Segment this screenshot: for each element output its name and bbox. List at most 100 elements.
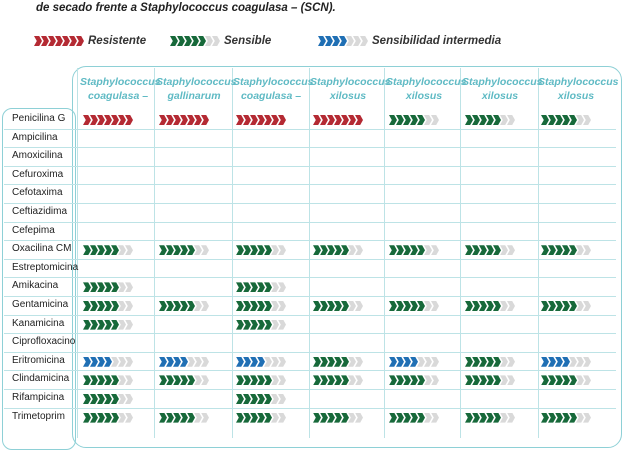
sensitive-indicator xyxy=(159,374,209,386)
sensitive-indicator xyxy=(465,356,515,368)
rating-segment xyxy=(334,115,342,125)
sensitive-icon xyxy=(541,412,591,423)
rating-segment xyxy=(257,394,265,404)
rating-segment xyxy=(348,375,356,386)
rating-segment xyxy=(555,245,563,256)
rating-segment xyxy=(166,115,174,125)
rating-segment xyxy=(583,356,591,367)
rating-segment xyxy=(548,115,556,125)
resistant-indicator xyxy=(159,114,209,126)
intermediate-icon xyxy=(83,356,133,367)
sensitive-icon xyxy=(83,412,133,423)
rating-segment xyxy=(271,394,279,404)
rating-segment xyxy=(250,319,258,330)
rating-segment xyxy=(166,356,174,367)
rating-segment xyxy=(111,356,119,367)
rating-segment xyxy=(201,412,209,423)
sensitive-indicator xyxy=(541,412,591,424)
sensitive-icon xyxy=(83,301,133,311)
resistant-indicator xyxy=(236,114,286,126)
sensitive-icon xyxy=(83,245,133,256)
rating-segment xyxy=(118,282,126,293)
rating-segment xyxy=(104,282,112,293)
column-header-line2: gallinarum xyxy=(167,90,221,102)
column-header-line1: Staphylococcus xyxy=(538,76,619,88)
rating-segment xyxy=(341,412,349,423)
rating-segment xyxy=(201,245,209,256)
rating-segment xyxy=(548,301,556,311)
rating-segment xyxy=(348,115,356,125)
intermediate-indicator xyxy=(541,356,591,368)
rating-segment xyxy=(341,375,349,386)
rating-segment xyxy=(118,412,126,423)
rating-segment xyxy=(493,412,501,423)
drug-name: Oxacilina CM xyxy=(12,243,72,255)
row-divider xyxy=(4,407,616,409)
rating-segment xyxy=(320,375,328,386)
sensitive-indicator xyxy=(541,300,591,312)
rating-segment xyxy=(187,356,195,367)
rating-segment xyxy=(569,245,577,256)
rating-segment xyxy=(327,301,335,311)
column-divider xyxy=(538,68,539,438)
rating-segment xyxy=(348,412,356,423)
sensitive-indicator xyxy=(465,114,515,126)
rating-segment xyxy=(278,115,286,125)
drug-name: Cefuroxima xyxy=(12,168,64,180)
rating-segment xyxy=(83,394,91,404)
column-header-line1: Staphylococcus xyxy=(233,76,314,88)
rating-segment xyxy=(212,36,220,46)
rating-segment xyxy=(320,245,328,256)
row-divider xyxy=(4,165,616,167)
rating-segment xyxy=(104,394,112,404)
rating-segment xyxy=(583,115,591,125)
rating-segment xyxy=(569,356,577,367)
sensitive-indicator xyxy=(83,374,133,386)
rating-segment xyxy=(548,375,556,386)
column-header-line1: Staphylococcus xyxy=(80,76,161,88)
row-divider xyxy=(4,184,616,186)
rating-segment xyxy=(576,412,584,423)
rating-segment xyxy=(313,115,321,125)
rating-segment xyxy=(236,282,244,293)
rating-segment xyxy=(76,36,84,46)
rating-segment xyxy=(562,245,570,256)
rating-segment xyxy=(125,282,133,293)
sensitive-icon xyxy=(313,412,363,423)
rating-segment xyxy=(431,115,439,125)
rating-segment xyxy=(341,356,349,367)
rating-segment xyxy=(83,412,91,423)
rating-segment xyxy=(396,356,404,367)
rating-segment xyxy=(104,412,112,423)
sensitive-indicator xyxy=(465,300,515,312)
rating-segment xyxy=(264,356,272,367)
rating-segment xyxy=(250,245,258,256)
rating-segment xyxy=(90,282,98,293)
rating-segment xyxy=(83,301,91,311)
rating-segment xyxy=(431,301,439,311)
sensitive-indicator xyxy=(313,412,363,424)
rating-segment xyxy=(201,301,209,311)
rating-segment xyxy=(500,356,508,367)
rating-segment xyxy=(334,356,342,367)
rating-segment xyxy=(403,245,411,256)
drug-name: Gentamicina xyxy=(12,299,69,310)
row-divider xyxy=(4,296,616,297)
rating-segment xyxy=(320,115,328,125)
sensitive-indicator xyxy=(389,244,439,256)
rating-segment xyxy=(583,301,591,311)
sensitive-icon xyxy=(465,356,515,367)
row-divider xyxy=(4,314,616,316)
rating-segment xyxy=(173,356,181,367)
rating-segment xyxy=(327,245,335,256)
rating-segment xyxy=(187,301,195,311)
rating-segment xyxy=(389,245,397,256)
rating-segment xyxy=(472,356,480,367)
rating-segment xyxy=(479,412,487,423)
legend-sensitive-label: Sensible xyxy=(224,35,272,47)
sensitive-indicator xyxy=(465,412,515,424)
rating-segment xyxy=(341,301,349,311)
rating-segment xyxy=(201,115,209,125)
rating-segment xyxy=(320,356,328,367)
